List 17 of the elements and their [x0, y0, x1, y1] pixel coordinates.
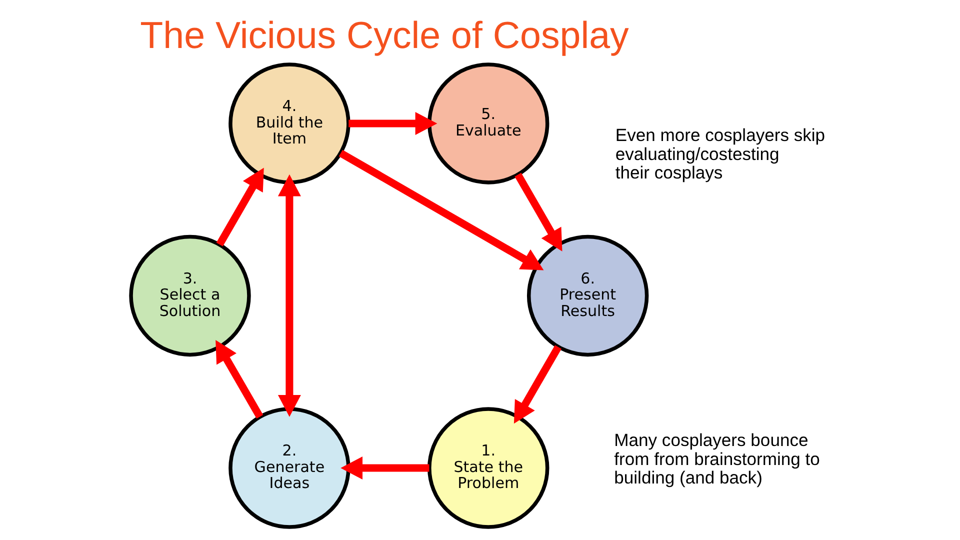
arrow [514, 172, 562, 252]
arrow [277, 174, 300, 417]
arrow [340, 456, 429, 480]
arrow [338, 150, 544, 270]
arrow [215, 340, 263, 419]
arrow [513, 345, 561, 424]
node-circle: 6. Present Results [526, 234, 648, 357]
label: Many cosplayers bounce from from brainstorming to building (and back) [614, 430, 820, 488]
arrow [216, 168, 264, 246]
diagram-title: The Vicious Cycle of Cosplay [140, 14, 628, 56]
node-circle: 5. Evaluate [427, 62, 549, 184]
label: Even more cosplayers skip evaluating/costesting their cosplays [614, 125, 825, 183]
node-circle: 3. Select a Solution [128, 234, 250, 357]
arrow [348, 112, 437, 135]
node-circle: 2. Generate Ideas [228, 407, 350, 529]
node-circle: 4. Build the Item [228, 62, 350, 184]
node-circle: 1. State the Problem [427, 407, 549, 529]
